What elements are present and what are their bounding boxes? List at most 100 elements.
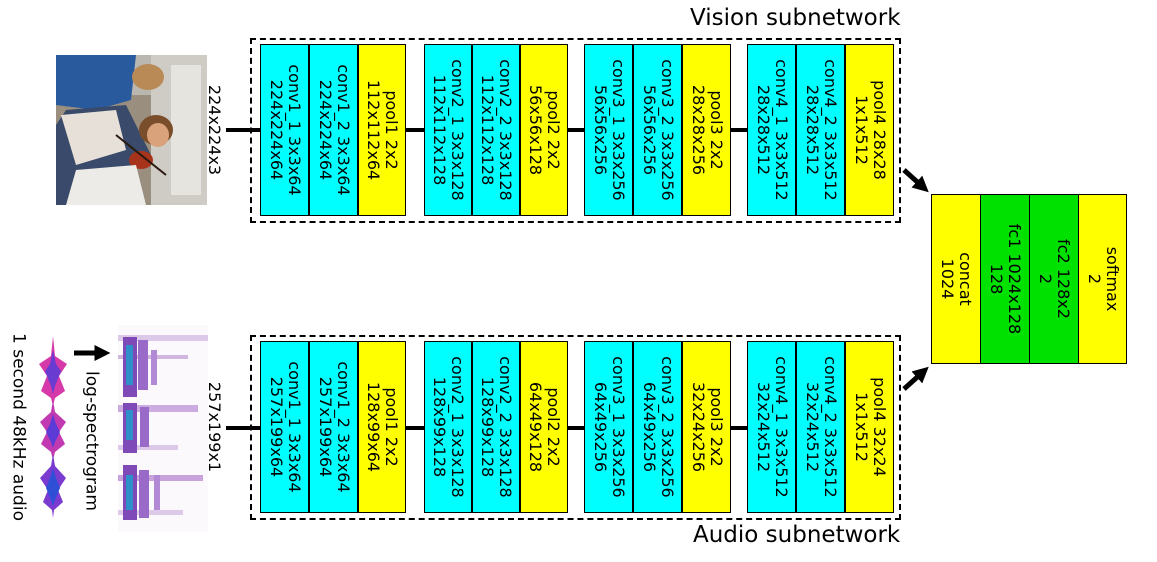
vision-connector-2 <box>566 128 586 132</box>
layer-name: pool2 2x2 <box>544 387 563 467</box>
layer-dims: 56x56x256 <box>639 84 659 176</box>
layer-dims: 64x49x128 <box>526 381 545 473</box>
layer-name: conv4_2 3x3x512 <box>820 59 840 201</box>
layer-dims: 56x56x128 <box>526 84 545 176</box>
layer-dims: 28x28x512 <box>753 84 773 176</box>
input-image <box>56 55 207 205</box>
layer-dims: 1x1x512 <box>851 392 871 462</box>
layer-name: conv2_2 3x3x128 <box>496 59 515 201</box>
layer-dims: 32x24x512 <box>753 381 773 473</box>
layer-dims: 112x112x128 <box>478 74 497 186</box>
layer-name: conv1_1 3x3x64 <box>284 64 304 196</box>
layer-name: concat <box>956 252 975 306</box>
layer-dims: 224x224x64 <box>266 79 286 181</box>
layer-name: conv3_1 3x3x256 <box>608 356 628 498</box>
layer-name: conv3_1 3x3x256 <box>608 59 628 201</box>
layer-dims: 224x224x64 <box>315 79 335 181</box>
layer-dims: 257x199x64 <box>315 376 335 478</box>
layer-name: pool1 2x2 <box>382 387 401 467</box>
audio-source-label: 1 second 48kHz audio <box>8 333 29 521</box>
layer-dims: 257x199x64 <box>266 376 286 478</box>
layer-dims: 2 <box>1036 273 1055 285</box>
layer-name: pool4 28x28 <box>869 80 889 180</box>
layer-dims: 1024 <box>938 258 957 300</box>
spectrogram-label: log-spectrogram <box>81 371 102 511</box>
layer-dims: 32x24x512 <box>802 381 822 473</box>
layer-name: pool4 32x24 <box>869 377 889 477</box>
layer-dims: 28x28x256 <box>688 84 708 176</box>
vision-connector-1 <box>405 128 425 132</box>
vision-subnetwork-title: Vision subnetwork <box>690 5 901 31</box>
layer-name: conv1_1 3x3x64 <box>284 361 304 493</box>
layer-name: pool1 2x2 <box>382 90 401 170</box>
vision-input-line <box>226 128 261 132</box>
audio-waveform-image <box>35 336 71 518</box>
layer-name: conv1_2 3x3x64 <box>333 64 353 196</box>
layer-name: conv3_2 3x3x256 <box>657 356 677 498</box>
layer-dims: 112x112x128 <box>430 74 449 186</box>
layer-dims: 2 <box>1084 273 1104 285</box>
arrow-vision-to-concat <box>902 168 929 193</box>
layer-name: conv2_1 3x3x128 <box>448 356 467 498</box>
layer-dims: 64x49x256 <box>590 381 610 473</box>
layer-name: conv2_1 3x3x128 <box>448 59 467 201</box>
layer-dims: 1x1x512 <box>851 95 871 165</box>
layer-dims: 64x49x256 <box>639 381 659 473</box>
layer-dims: 128x99x128 <box>430 376 449 478</box>
layer-name: conv2_2 3x3x128 <box>496 356 515 498</box>
audio-connector-1 <box>405 426 425 430</box>
layer-name: pool3 2x2 <box>706 387 726 467</box>
vision-subnetwork-box <box>250 38 901 223</box>
vision-input-dims: 224x224x3 <box>205 84 224 176</box>
layer-name: pool3 2x2 <box>706 90 726 170</box>
layer-name: pool2 2x2 <box>544 90 563 170</box>
vision-connector-3 <box>729 128 749 132</box>
layer-dims: 112x112x64 <box>364 79 383 181</box>
layer-name: fc1 1024x128 <box>1005 223 1024 335</box>
layer-dims: 32x24x256 <box>688 381 708 473</box>
layer-name: conv4_1 3x3x512 <box>771 356 791 498</box>
arrow-audio-to-concat <box>902 366 929 391</box>
audio-subnetwork-title: Audio subnetwork <box>693 522 901 548</box>
layer-dims: 128x99x128 <box>478 376 497 478</box>
layer-dims: 128x99x64 <box>364 381 383 473</box>
layer-dims: 28x28x512 <box>802 84 822 176</box>
layer-dims: 56x56x256 <box>590 84 610 176</box>
log-spectrogram-image <box>118 325 208 532</box>
layer-name: conv4_1 3x3x512 <box>771 59 791 201</box>
layer-name: softmax <box>1102 246 1122 312</box>
layer-name: conv4_2 3x3x512 <box>820 356 840 498</box>
audio-input-dims: 257x199x1 <box>205 381 224 473</box>
audio-connector-2 <box>566 426 586 430</box>
layer-name: conv3_2 3x3x256 <box>657 59 677 201</box>
audio-input-line <box>226 426 261 430</box>
audio-subnetwork-box <box>250 335 901 520</box>
layer-name: fc2 128x2 <box>1054 239 1073 319</box>
